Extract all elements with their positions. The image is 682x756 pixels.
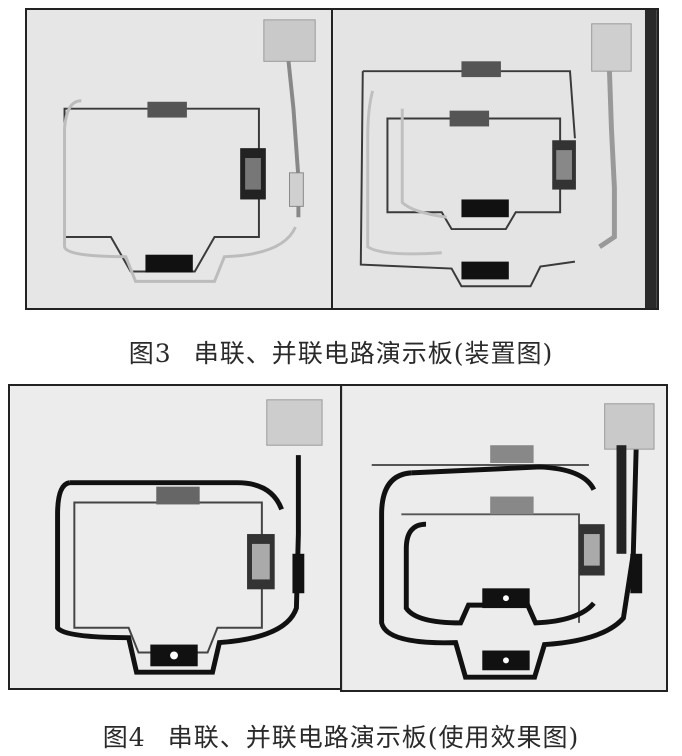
lamp-holder-lower-icon — [461, 261, 509, 280]
fig3-photo-parallel-board — [331, 8, 659, 310]
figure3-caption: 图3 串联、并联电路演示板(装置图) — [0, 334, 682, 370]
switch-icon — [156, 486, 200, 505]
figure4-number: 图4 — [102, 723, 146, 752]
figure3-number: 图3 — [128, 339, 172, 368]
lamp-holder-icon — [145, 254, 193, 273]
fig3-photo-series-board — [25, 8, 333, 310]
switch-top-icon — [490, 445, 534, 463]
switch-middle-icon — [490, 496, 534, 515]
switch-middle-icon — [449, 110, 490, 127]
figure4-caption: 图4 串联、并联电路演示板(使用效果图) — [0, 718, 682, 754]
lamp-holder-upper-icon — [461, 199, 509, 218]
figure3-caption-text: 串联、并联电路演示板(装置图) — [193, 339, 554, 368]
power-plug-icon — [591, 23, 632, 72]
figure4-caption-text: 串联、并联电路演示板(使用效果图) — [167, 723, 580, 752]
power-plug-icon — [263, 19, 316, 62]
fig4-photo-series-board — [8, 384, 344, 690]
power-plug-icon — [604, 403, 655, 450]
fig3-parallel-circuit-illustration — [333, 10, 657, 308]
fig4-series-circuit-illustration — [10, 386, 342, 688]
fig3-series-circuit-illustration — [27, 10, 331, 308]
fig4-photo-parallel-board — [340, 384, 668, 692]
fig4-parallel-circuit-illustration — [342, 386, 666, 690]
power-plug-icon — [266, 399, 323, 446]
switch-icon — [147, 101, 187, 118]
switch-top-icon — [461, 61, 501, 78]
